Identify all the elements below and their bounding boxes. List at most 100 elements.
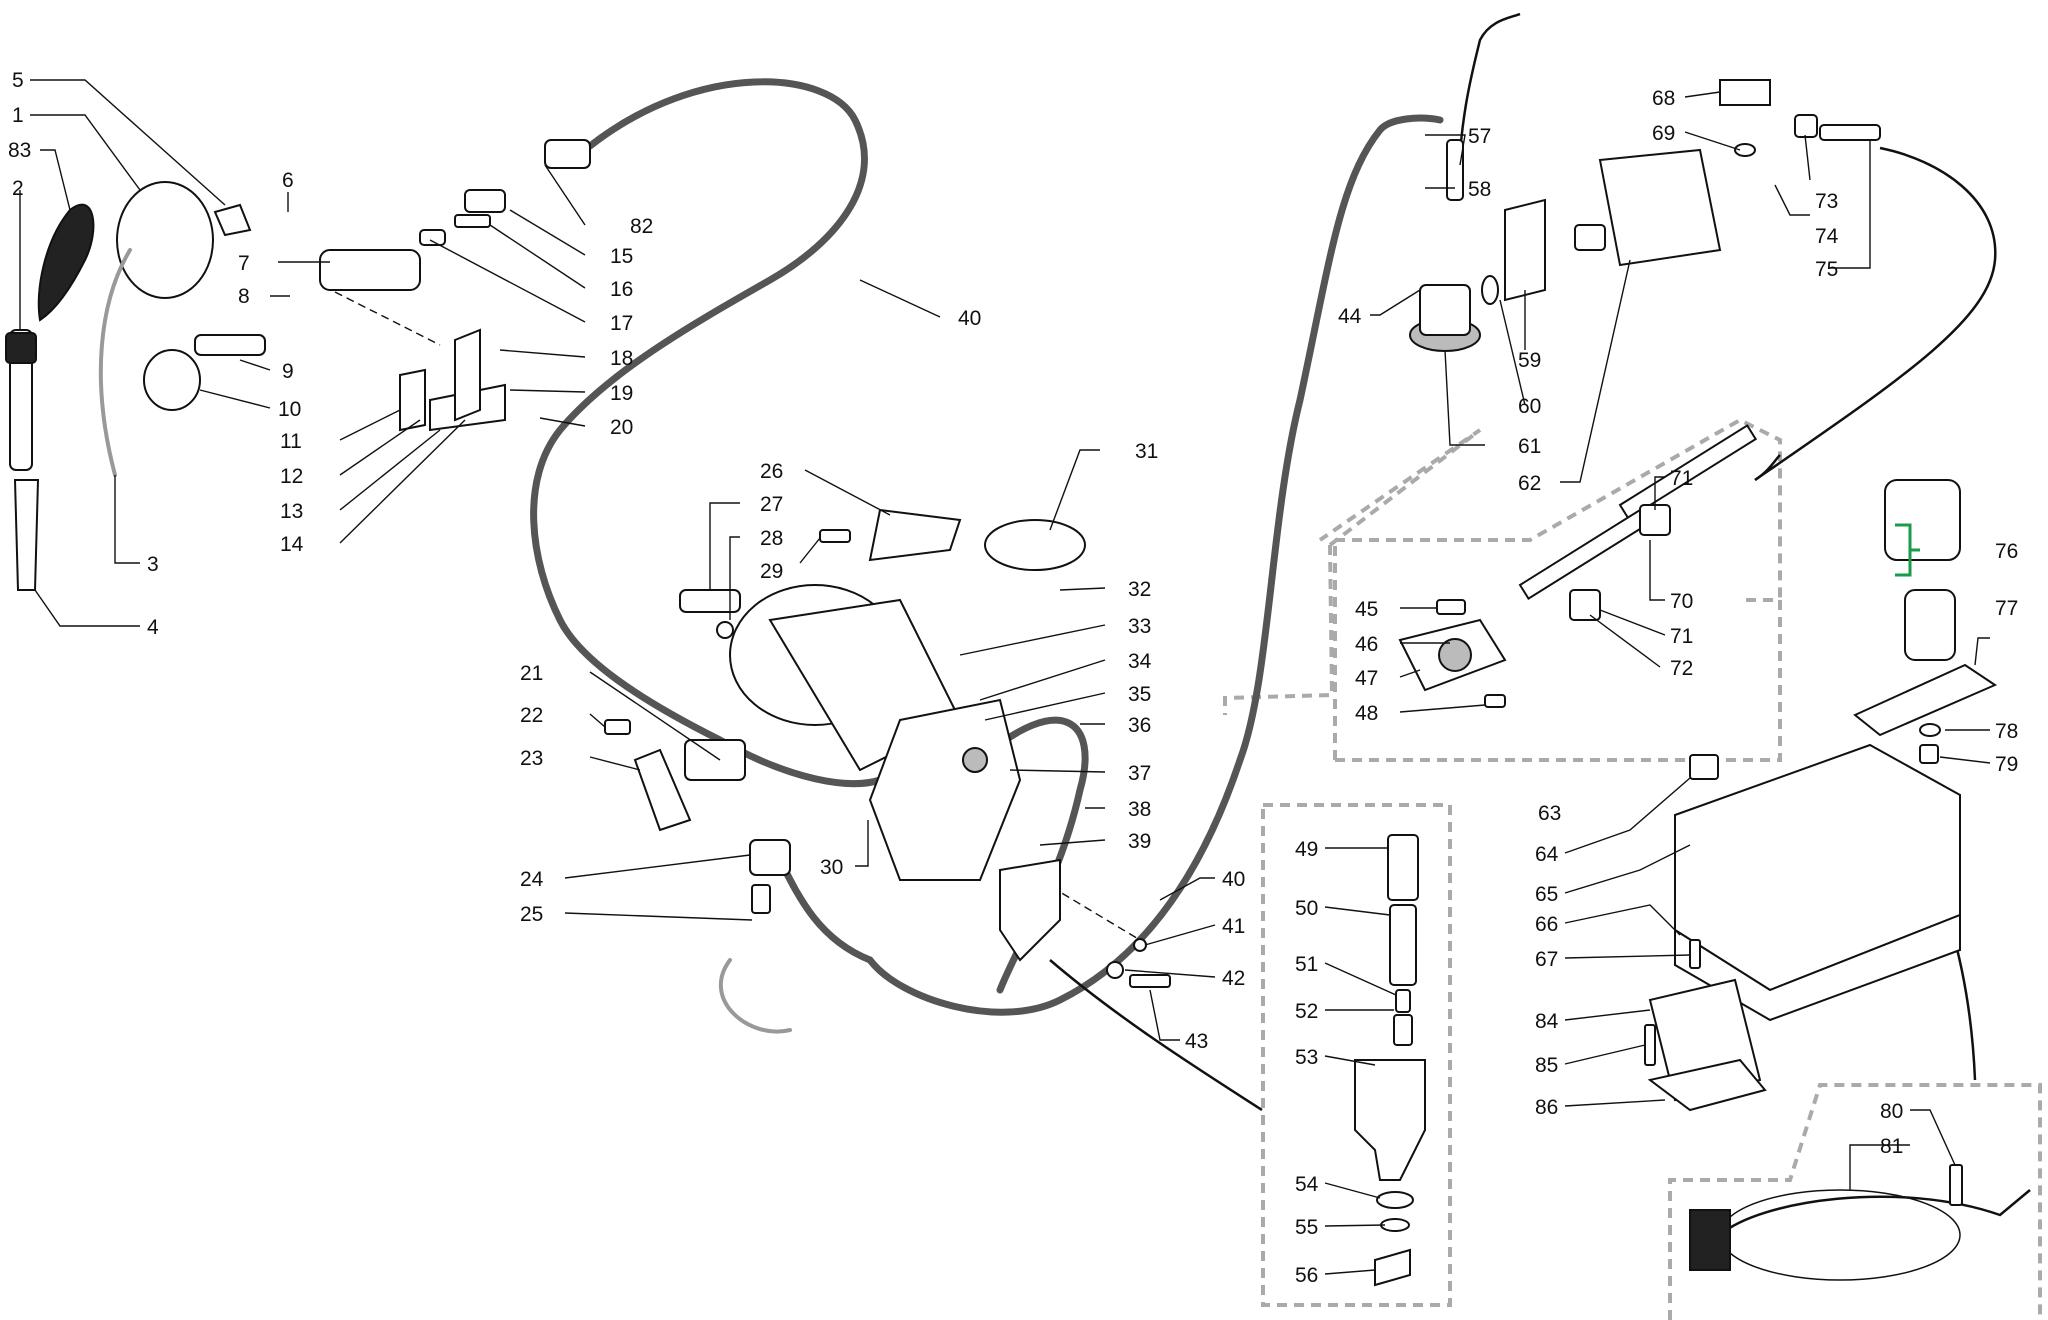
leader-lines: [19, 79, 1991, 1275]
part-52: [1393, 1014, 1413, 1046]
part-79: [1919, 744, 1939, 764]
part-64: [1689, 754, 1719, 780]
part-68: [1719, 79, 1771, 106]
label-40-mid: 40: [1222, 868, 1245, 891]
part-76-cover: [1884, 479, 1961, 561]
part-75: [1819, 124, 1881, 141]
part-2: [9, 329, 33, 471]
label-37: 37: [1128, 762, 1151, 785]
part-49: [1387, 834, 1419, 901]
label-74: 74: [1815, 225, 1839, 248]
bracket-76: [1895, 523, 1920, 577]
part-4: [13, 479, 40, 591]
label-42: 42: [1222, 967, 1245, 990]
label-12: 12: [280, 465, 303, 488]
label-58: 58: [1468, 178, 1491, 201]
part-78: [1919, 723, 1941, 737]
label-3: 3: [147, 553, 159, 576]
part-15: [464, 189, 506, 213]
label-86: 86: [1535, 1096, 1558, 1119]
part-26: [868, 508, 962, 562]
label-62: 62: [1518, 472, 1541, 495]
label-14: 14: [280, 533, 304, 556]
part-81-coil: [1719, 1189, 1961, 1281]
part-24: [749, 839, 791, 876]
label-32: 32: [1128, 578, 1151, 601]
label-19: 19: [610, 382, 633, 405]
part-14: [454, 328, 481, 422]
part-54: [1376, 1191, 1414, 1209]
label-23: 23: [520, 747, 543, 770]
label-56: 56: [1295, 1264, 1318, 1287]
label-4: 4: [147, 616, 159, 639]
label-38: 38: [1128, 798, 1151, 821]
part-67: [1689, 939, 1701, 969]
label-8: 8: [238, 285, 250, 308]
label-9: 9: [282, 360, 294, 383]
label-82: 82: [630, 215, 653, 238]
label-55: 55: [1295, 1216, 1318, 1239]
label-10: 10: [278, 398, 301, 421]
label-72: 72: [1670, 657, 1693, 680]
label-5: 5: [12, 69, 24, 92]
part-27: [679, 589, 741, 613]
label-2: 2: [12, 177, 24, 200]
part-76-base: [1904, 589, 1956, 661]
label-30: 30: [820, 856, 843, 879]
label-21: 21: [520, 662, 543, 685]
label-53: 53: [1295, 1046, 1318, 1069]
label-16: 16: [610, 278, 633, 301]
part-83: [37, 203, 95, 322]
label-52: 52: [1295, 1000, 1318, 1023]
part-23: [633, 748, 692, 832]
label-36: 36: [1128, 714, 1151, 737]
part-59: [1504, 198, 1546, 302]
part-7: [319, 249, 421, 291]
tubes: [530, 78, 1444, 1034]
label-47: 47: [1355, 667, 1378, 690]
part-42: [1106, 961, 1124, 979]
part-22: [604, 719, 631, 735]
part-48: [1484, 694, 1506, 708]
label-78: 78: [1995, 720, 2018, 743]
label-39: 39: [1128, 830, 1151, 853]
part-86: [1647, 1058, 1767, 1112]
label-71-top: 71: [1670, 467, 1693, 490]
label-31: 31: [1135, 440, 1158, 463]
label-17: 17: [610, 312, 633, 335]
label-73: 73: [1815, 190, 1838, 213]
part-81-plug: [1689, 1209, 1731, 1271]
part-1: [116, 181, 214, 299]
part-29: [819, 529, 851, 543]
label-50: 50: [1295, 897, 1318, 920]
label-79: 79: [1995, 753, 2018, 776]
label-46: 46: [1355, 633, 1378, 656]
label-75: 75: [1815, 258, 1838, 281]
label-29: 29: [760, 560, 783, 583]
label-68: 68: [1652, 87, 1675, 110]
label-27: 27: [760, 493, 783, 516]
label-45: 45: [1355, 598, 1378, 621]
label-7: 7: [238, 252, 250, 275]
part-50: [1389, 904, 1417, 986]
label-67: 67: [1535, 948, 1558, 971]
label-84: 84: [1535, 1010, 1559, 1033]
label-35: 35: [1128, 683, 1151, 706]
part-57: [1446, 139, 1464, 201]
label-18: 18: [610, 347, 633, 370]
label-59: 59: [1518, 349, 1541, 372]
label-60: 60: [1518, 395, 1541, 418]
label-28: 28: [760, 527, 783, 550]
part-labels: 5 1 83 2 6 7 8 9 10 3 4 11 12 13 14 15 1…: [8, 69, 2018, 1287]
label-48: 48: [1355, 702, 1378, 725]
part-66: [1674, 913, 1961, 1022]
part-21: [684, 739, 746, 781]
part-41: [1133, 938, 1147, 952]
dashed-group-boxes: [1223, 417, 2042, 1320]
part-12: [399, 368, 426, 432]
label-20: 20: [610, 416, 633, 439]
part-71b: [1569, 589, 1601, 621]
label-51: 51: [1295, 953, 1318, 976]
part-55: [1380, 1218, 1410, 1232]
label-70: 70: [1670, 590, 1693, 613]
